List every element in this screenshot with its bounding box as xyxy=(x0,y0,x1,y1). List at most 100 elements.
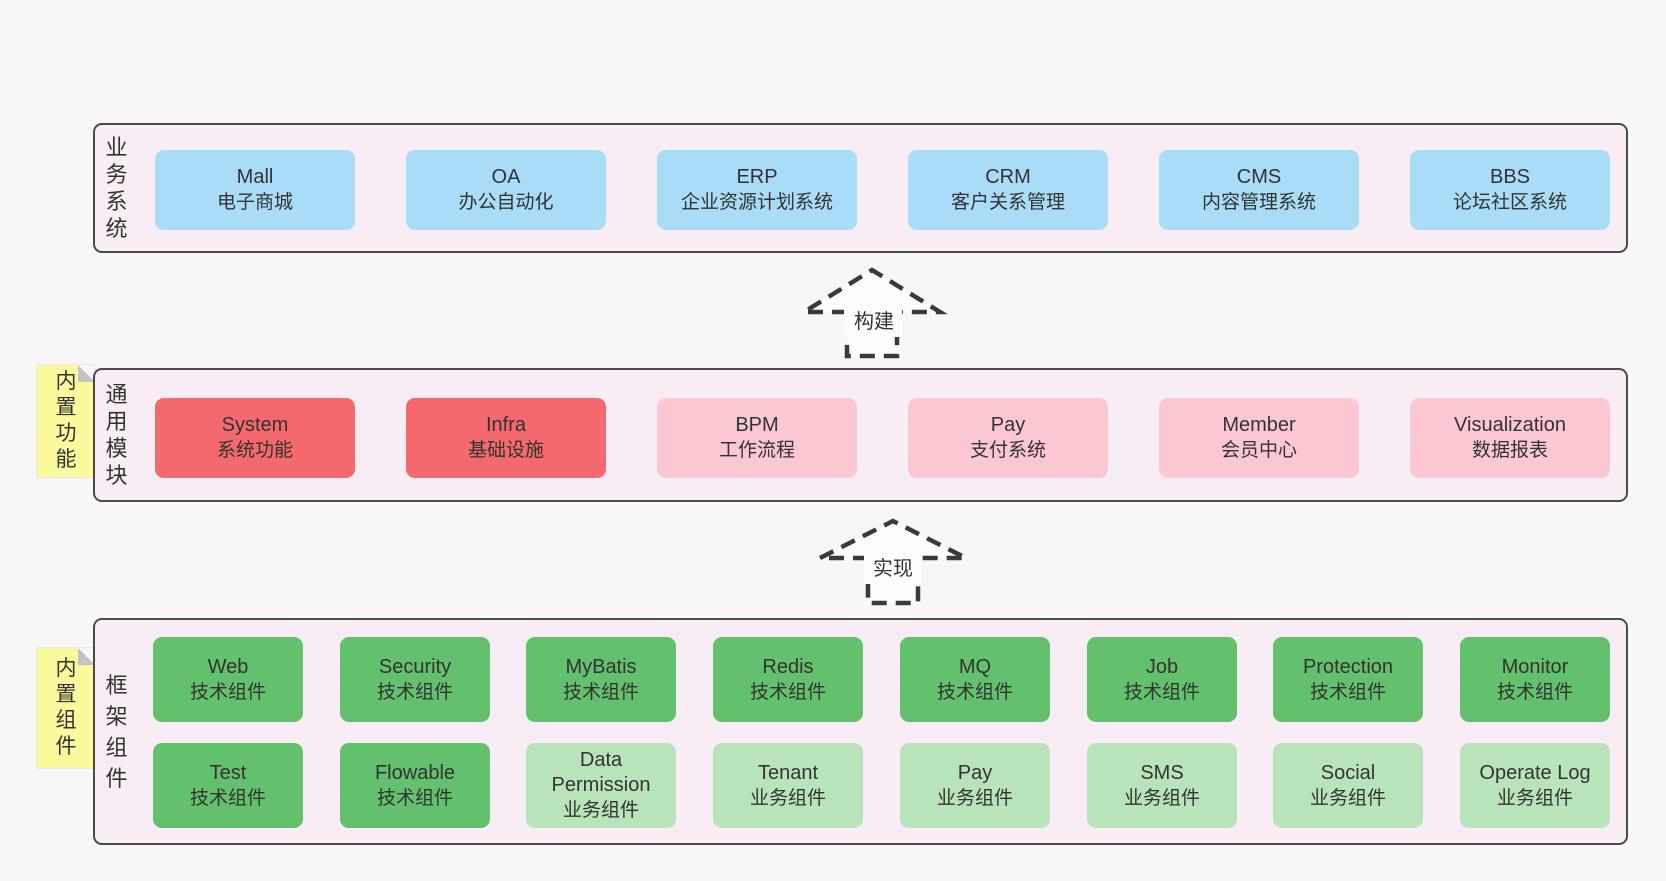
note-built-in-components: 内置组件 xyxy=(37,648,95,768)
box-name: Monitor xyxy=(1501,655,1569,678)
box-name: Job xyxy=(1145,655,1179,678)
box-name: Web xyxy=(207,655,249,678)
box-name: Social xyxy=(1320,761,1376,784)
components-box-sms: SMS 业务组件 xyxy=(1087,743,1237,828)
note-built-in-features-text: 内置功能 xyxy=(55,370,77,471)
implement-arrow-label-bg xyxy=(864,550,922,584)
box-desc: 工作流程 xyxy=(718,440,795,461)
box-desc: 电子商城 xyxy=(216,192,293,213)
box-desc: 技术组件 xyxy=(936,681,1013,703)
box-desc: 技术组件 xyxy=(1496,681,1573,703)
box-desc: 基础设施 xyxy=(467,440,544,461)
box-desc: 内容管理系统 xyxy=(1201,192,1316,213)
box-desc: 技术组件 xyxy=(376,681,453,703)
box-name: CMS xyxy=(1236,166,1282,188)
layer-modules-label-wrap: 通用模块 xyxy=(103,370,130,500)
box-desc: 技术组件 xyxy=(1309,681,1386,703)
components-box-mybatis: MyBatis 技术组件 xyxy=(526,637,676,722)
box-desc: 业务组件 xyxy=(749,787,826,809)
box-name: BPM xyxy=(735,414,779,436)
box-name: OA xyxy=(491,166,521,188)
components-box-redis: Redis 技术组件 xyxy=(713,637,863,722)
implement-arrow: 实现 xyxy=(818,518,968,606)
box-name: BBS xyxy=(1489,166,1531,188)
box-name: CRM xyxy=(985,166,1031,188)
box-name: Security xyxy=(378,655,452,678)
layer-modules-label: 通用模块 xyxy=(105,382,128,488)
box-desc: 会员中心 xyxy=(1220,440,1297,461)
box-name: Mall xyxy=(236,166,274,188)
build-arrow-label: 构建 xyxy=(854,310,894,333)
box-name: Redis xyxy=(762,655,814,678)
components-box-test: Test 技术组件 xyxy=(153,743,303,828)
business-box-mall: Mall 电子商城 xyxy=(155,150,355,230)
box-desc: 支付系统 xyxy=(969,440,1046,461)
business-box-oa: OA 办公自动化 xyxy=(406,150,606,230)
modules-box-pay: Pay 支付系统 xyxy=(908,398,1108,478)
box-desc: 技术组件 xyxy=(189,681,266,703)
components-box-pay: Pay 业务组件 xyxy=(900,743,1050,828)
box-desc: 技术组件 xyxy=(562,681,639,703)
layer-business-systems: 业务系统 Mall 电子商城 OA 办公自动化 ERP 企业资源计划系统 CRM 客户关系管理… xyxy=(93,123,1628,253)
box-desc: 业务组件 xyxy=(1496,787,1573,809)
box-name: SMS xyxy=(1140,761,1184,784)
implement-arrow-label: 实现 xyxy=(873,557,913,580)
box-name: Test xyxy=(209,761,247,784)
build-arrow-label-bg xyxy=(844,303,902,337)
components-box-tenant: Tenant 业务组件 xyxy=(713,743,863,828)
box-desc: 数据报表 xyxy=(1471,440,1548,461)
business-box-erp: ERP 企业资源计划系统 xyxy=(657,150,857,230)
box-name: ERP xyxy=(736,166,778,188)
components-box-web: Web 技术组件 xyxy=(153,637,303,722)
modules-box-infra: Infra 基础设施 xyxy=(406,398,606,478)
box-name: MQ xyxy=(958,655,992,678)
box-name: Flowable xyxy=(374,761,456,784)
layer-common-modules: 通用模块 System 系统功能 Infra 基础设施 BPM 工作流程 Pay 支付系统 Me… xyxy=(93,368,1628,502)
modules-box-member: Member 会员中心 xyxy=(1159,398,1359,478)
box-desc: 技术组件 xyxy=(189,787,266,809)
box-desc: 业务组件 xyxy=(936,787,1013,809)
components-box-monitor: Monitor 技术组件 xyxy=(1460,637,1610,722)
box-desc: 业务组件 xyxy=(1123,787,1200,809)
modules-box-system: System 系统功能 xyxy=(155,398,355,478)
box-name: MyBatis xyxy=(565,655,637,678)
modules-box-visualization: Visualization 数据报表 xyxy=(1410,398,1610,478)
box-name: Pay xyxy=(957,761,993,784)
box-name: System xyxy=(221,414,289,436)
layer-business-label: 业务系统 xyxy=(105,135,128,241)
note-built-in-features: 内置功能 xyxy=(37,365,95,477)
box-desc: 技术组件 xyxy=(376,787,453,809)
box-desc: 办公自动化 xyxy=(458,192,554,213)
box-desc: 客户关系管理 xyxy=(950,192,1065,213)
components-box-mq: MQ 技术组件 xyxy=(900,637,1050,722)
box-name: Infra xyxy=(485,414,527,436)
box-desc: 技术组件 xyxy=(749,681,826,703)
business-box-crm: CRM 客户关系管理 xyxy=(908,150,1108,230)
box-desc: 系统功能 xyxy=(216,440,293,461)
business-box-cms: CMS 内容管理系统 xyxy=(1159,150,1359,230)
layer-components-label-wrap: 框架组件 xyxy=(103,620,130,843)
box-name: Member xyxy=(1222,414,1296,436)
box-name: Data Permission xyxy=(551,749,651,796)
box-desc: 技术组件 xyxy=(1123,681,1200,703)
business-box-bbs: BBS 论坛社区系统 xyxy=(1410,150,1610,230)
box-desc: 业务组件 xyxy=(562,800,639,821)
box-name: Visualization xyxy=(1454,414,1566,436)
box-name: Tenant xyxy=(757,761,819,784)
box-name: Pay xyxy=(990,414,1026,436)
layer-business-label-wrap: 业务系统 xyxy=(103,125,130,251)
components-box-flowable: Flowable 技术组件 xyxy=(340,743,490,828)
components-box-job: Job 技术组件 xyxy=(1087,637,1237,722)
box-desc: 论坛社区系统 xyxy=(1452,192,1567,213)
note-built-in-components-text: 内置组件 xyxy=(55,657,77,758)
components-box-security: Security 技术组件 xyxy=(340,637,490,722)
components-box-data-permission: Data Permission 业务组件 xyxy=(526,743,676,828)
box-desc: 企业资源计划系统 xyxy=(680,192,833,213)
layer-components-label: 框架组件 xyxy=(105,672,128,791)
modules-box-bpm: BPM 工作流程 xyxy=(657,398,857,478)
